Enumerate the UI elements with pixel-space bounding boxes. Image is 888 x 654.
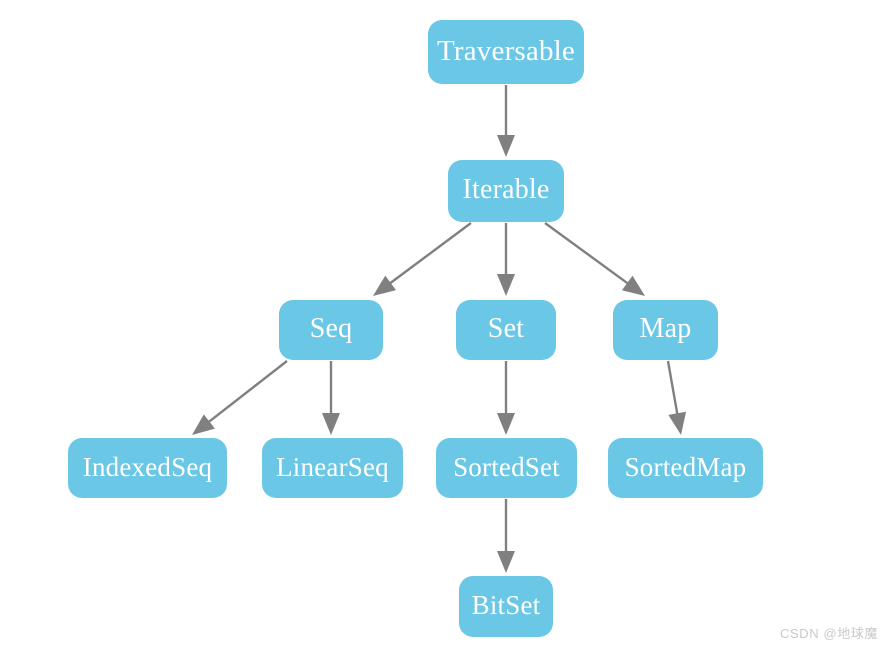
node-label-iterable: Iterable bbox=[462, 174, 550, 205]
node-label-sortedmap: SortedMap bbox=[624, 451, 747, 482]
node-label-linearseq: LinearSeq bbox=[276, 451, 389, 482]
edge-sortedset-bitset bbox=[497, 499, 515, 573]
arrowhead-icon bbox=[322, 413, 340, 435]
edge-set-sortedset bbox=[497, 361, 515, 435]
edge-iterable-map bbox=[544, 222, 645, 296]
arrowhead-icon bbox=[497, 135, 515, 157]
node-label-indexedseq: IndexedSeq bbox=[82, 451, 213, 482]
node-traversable[interactable]: Traversable bbox=[428, 20, 584, 84]
arrowhead-icon bbox=[192, 414, 215, 435]
node-sortedmap[interactable]: SortedMap bbox=[608, 438, 763, 498]
edge-line bbox=[544, 222, 631, 286]
edge-iterable-seq bbox=[373, 222, 472, 296]
edge-line bbox=[206, 360, 288, 425]
node-label-bitset: BitSet bbox=[471, 590, 541, 620]
arrowhead-icon bbox=[497, 413, 515, 435]
edge-line bbox=[387, 222, 472, 286]
csdn-watermark: CSDN @地球魔 bbox=[779, 626, 878, 641]
node-label-map: Map bbox=[639, 313, 692, 344]
node-seq[interactable]: Seq bbox=[279, 300, 383, 360]
edge-traversable-iterable bbox=[497, 85, 515, 157]
node-label-seq: Seq bbox=[309, 313, 353, 344]
node-linearseq[interactable]: LinearSeq bbox=[262, 438, 403, 498]
node-bitset[interactable]: BitSet bbox=[459, 576, 553, 637]
edge-seq-indexedseq bbox=[192, 360, 288, 435]
edge-iterable-set bbox=[497, 223, 515, 296]
node-label-traversable: Traversable bbox=[436, 34, 576, 67]
node-label-sortedset: SortedSet bbox=[453, 451, 560, 482]
node-label-set: Set bbox=[487, 313, 525, 344]
arrowhead-icon bbox=[668, 411, 687, 435]
arrowhead-icon bbox=[621, 275, 645, 296]
node-indexedseq[interactable]: IndexedSeq bbox=[68, 438, 227, 498]
node-sortedset[interactable]: SortedSet bbox=[436, 438, 577, 498]
node-map[interactable]: Map bbox=[613, 300, 718, 360]
node-set[interactable]: Set bbox=[456, 300, 556, 360]
edge-seq-linearseq bbox=[322, 361, 340, 435]
arrowhead-icon bbox=[497, 274, 515, 296]
edge-line bbox=[666, 360, 679, 417]
arrowhead-icon bbox=[497, 551, 515, 573]
edge-map-sortedmap bbox=[666, 360, 687, 435]
node-iterable[interactable]: Iterable bbox=[448, 160, 564, 222]
arrowhead-icon bbox=[373, 275, 397, 296]
